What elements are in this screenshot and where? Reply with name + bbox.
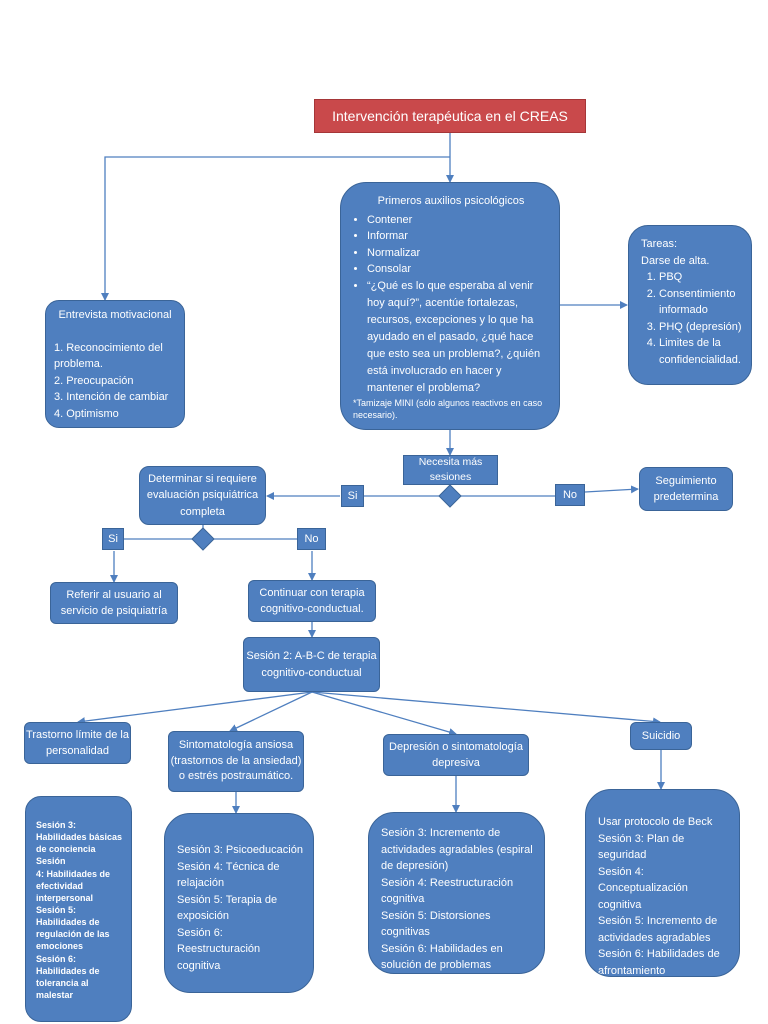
tareas-list: PBQ Consentimiento informado PHQ (depres… <box>641 269 743 368</box>
diagram-title: Intervención terapéutica en el CREAS <box>314 99 586 133</box>
ansiosa-detail: Sesión 5: Terapia de exposición <box>177 893 278 923</box>
node-referir-psiquiatria: Referir al usuario al servicio de psiqui… <box>50 582 178 624</box>
tareas-heading: Tareas: <box>641 238 678 250</box>
node-trastorno-sesiones: Sesión 3: Habilidades básicas de concien… <box>25 796 132 1022</box>
trastorno-detail: Sesión <box>36 856 66 867</box>
trastorno-text: Trastorno límite de la personalidad <box>26 728 129 758</box>
ansiosa-text: Sintomatología ansiosa (trastornos de la… <box>170 739 302 783</box>
ansiosa-detail: Sesión 4: Técnica de relajación <box>177 860 280 890</box>
pap-item: “¿Qué es lo que esperaba al venir hoy aq… <box>367 278 549 397</box>
tareas-item: PBQ <box>659 269 743 286</box>
seguimiento-text: Seguimiento predetermina <box>653 474 719 504</box>
pap-note: *Tamizaje MINI (sólo algunos reactivos e… <box>353 397 543 420</box>
tareas-subheading: Darse de alta. <box>641 254 710 267</box>
line-sesion2-ansiosa <box>229 691 313 732</box>
pap-item: Normalizar <box>367 245 549 262</box>
node-seguimiento: Seguimiento predetermina <box>639 467 733 511</box>
tareas-item: Consentimiento informado <box>659 286 743 319</box>
trastorno-detail: Sesión 5: Habilidades de regulación de l… <box>36 904 110 952</box>
pap-item: Informar <box>367 228 549 245</box>
pap-list: Contener Informar Normalizar Consolar “¿… <box>353 212 549 397</box>
ansiosa-detail: Sesión 3: Psicoeducación <box>177 844 303 856</box>
decision-diamond-2 <box>191 527 215 551</box>
entrevista-item: 1. Reconocimiento del problema. <box>54 341 163 371</box>
suicidio-detail: Sesión 3: Plan de seguridad <box>598 832 685 862</box>
line-sesion2-trastorno <box>77 691 313 726</box>
suicidio-text: Suicidio <box>641 729 681 742</box>
diagram-title-text: Intervención terapéutica en el CREAS <box>332 108 568 124</box>
line-to-entrevista <box>101 156 450 301</box>
ansiosa-detail: Sesión 6: Reestructuración cognitiva <box>177 926 261 972</box>
trastorno-detail: Sesión 3: Habilidades básicas de concien… <box>36 820 123 855</box>
depresion-detail: Sesión 3: Incremento de actividades agra… <box>381 827 533 872</box>
node-depresion: Depresión o sintomatología depresiva <box>383 734 529 776</box>
entrevista-item: 2. Preocupación <box>54 374 134 387</box>
node-trastorno-limite: Trastorno límite de la personalidad <box>24 722 131 764</box>
node-ansiosa-sesiones: Sesión 3: Psicoeducación Sesión 4: Técni… <box>164 813 314 993</box>
label-si-1: Si <box>341 485 364 507</box>
node-entrevista-motivacional: Entrevista motivacional 1. Reconocimient… <box>45 300 185 428</box>
depresion-text: Depresión o sintomatología depresiva <box>389 740 523 770</box>
node-continuar-terapia: Continuar con terapia cognitivo-conductu… <box>248 580 376 622</box>
node-necesita-sesiones: Necesita más sesiones <box>403 455 498 485</box>
node-primeros-auxilios: Primeros auxilios psicológicos Contener … <box>340 182 560 430</box>
node-suicidio: Suicidio <box>630 722 692 750</box>
suicidio-detail: Sesión 5: Incremento de actividades agra… <box>598 915 718 944</box>
pap-item: Contener <box>367 212 549 229</box>
node-depresion-sesiones: Sesión 3: Incremento de actividades agra… <box>368 812 545 974</box>
node-tareas: Tareas: Darse de alta. PBQ Consentimient… <box>628 225 752 385</box>
suicidio-detail: Usar protocolo de Beck <box>598 816 713 828</box>
decision-diamond-1 <box>438 484 462 508</box>
label-no-2: No <box>297 528 326 550</box>
entrevista-item: 3. Intención de cambiar <box>54 391 169 403</box>
label-no-2-text: No <box>304 533 319 545</box>
line-sesion2-suicidio <box>311 691 661 726</box>
necesita-text: Necesita más sesiones <box>418 456 483 483</box>
suicidio-detail: Sesión 4: Conceptualización cognitiva <box>598 865 688 911</box>
depresion-detail: Sesión 4: Reestructuración cognitiva <box>381 876 514 906</box>
node-determinar-evaluacion: Determinar si requiere evaluación psiqui… <box>139 466 266 525</box>
pap-item: Consolar <box>367 261 549 278</box>
node-sintomatologia-ansiosa: Sintomatología ansiosa (trastornos de la… <box>168 731 304 792</box>
line-no-seguimiento <box>584 485 639 494</box>
trastorno-detail: 4: Habilidades de efectividad interperso… <box>36 868 111 903</box>
pap-heading: Primeros auxilios psicológicos <box>377 195 525 207</box>
label-si-2-text: Si <box>108 533 118 545</box>
label-no-1-text: No <box>562 489 578 501</box>
node-sesion-2: Sesión 2: A-B-C de terapia cognitivo-con… <box>243 637 380 692</box>
depresion-detail: Sesión 6: Habilidades en solución de pro… <box>381 942 503 972</box>
entrevista-heading: Entrevista motivacional <box>58 309 172 321</box>
line-sesion2-depresion <box>311 691 457 736</box>
depresion-detail: Sesión 5: Distorsiones cognitivas <box>381 909 491 939</box>
suicidio-detail: Sesión 6: Habilidades de afrontamiento <box>598 948 720 977</box>
sesion2-text: Sesión 2: A-B-C de terapia cognitivo-con… <box>246 650 377 679</box>
referir-text: Referir al usuario al servicio de psiqui… <box>60 588 168 618</box>
trastorno-detail: Sesión 6: Habilidades de tolerancia al m… <box>36 953 100 1000</box>
node-suicidio-sesiones: Usar protocolo de Beck Sesión 3: Plan de… <box>585 789 740 977</box>
label-si-2: Si <box>102 528 124 550</box>
label-no-1: No <box>555 484 585 506</box>
continuar-text: Continuar con terapia cognitivo-conductu… <box>259 586 365 616</box>
tareas-item: PHQ (depresión) <box>659 319 743 336</box>
label-si-1-text: Si <box>347 490 358 502</box>
tareas-item: Limites de la confidencialidad. <box>659 335 743 368</box>
entrevista-item: 4. Optimismo <box>54 407 119 420</box>
determinar-text: Determinar si requiere evaluación psiqui… <box>146 472 259 518</box>
